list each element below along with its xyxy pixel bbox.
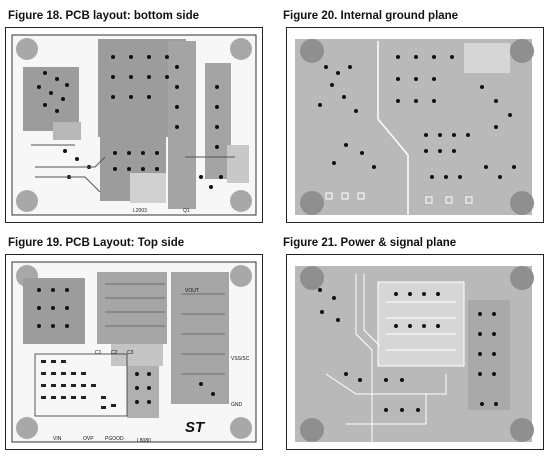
label-part: L8080 (137, 438, 151, 444)
label-pgood: PGOOD (105, 436, 124, 442)
power-signal-plane-drawing (286, 254, 544, 450)
label-vin: VIN (53, 436, 62, 442)
st-logo: ST (185, 419, 206, 436)
label-gnd: GND (231, 402, 243, 408)
figure-20-caption: Figure 20. Internal ground plane (283, 10, 459, 22)
label-c2: C2 (111, 350, 118, 356)
figure-21-caption: Figure 21. Power & signal plane (283, 237, 457, 249)
label-c1: C1 (95, 350, 102, 356)
label-ovp: OVP (83, 436, 94, 442)
ground-plane-figure (286, 27, 544, 223)
part-label-q1: Q1 (183, 208, 190, 214)
ground-plane-drawing (286, 27, 544, 223)
pcb-bottom-side-figure: L2003 Q1 (5, 27, 263, 223)
label-c3: C3 (127, 350, 134, 356)
label-vout: VOUT (185, 288, 199, 294)
figure-18-caption: Figure 18. PCB layout: bottom side (8, 10, 200, 22)
power-signal-plane-figure (286, 254, 544, 450)
pcb-top-side-figure: C1 C2 C3 VOUT VSS/SC GND VIN OVP PGOOD L… (5, 254, 263, 450)
pcb-bottom-side-drawing: L2003 Q1 (5, 27, 263, 223)
part-label-l2003: L2003 (133, 208, 147, 214)
label-vss: VSS/SC (231, 356, 250, 362)
figure-19-caption: Figure 19. PCB Layout: Top side (8, 237, 185, 249)
pcb-top-side-drawing: C1 C2 C3 VOUT VSS/SC GND VIN OVP PGOOD L… (5, 254, 263, 450)
